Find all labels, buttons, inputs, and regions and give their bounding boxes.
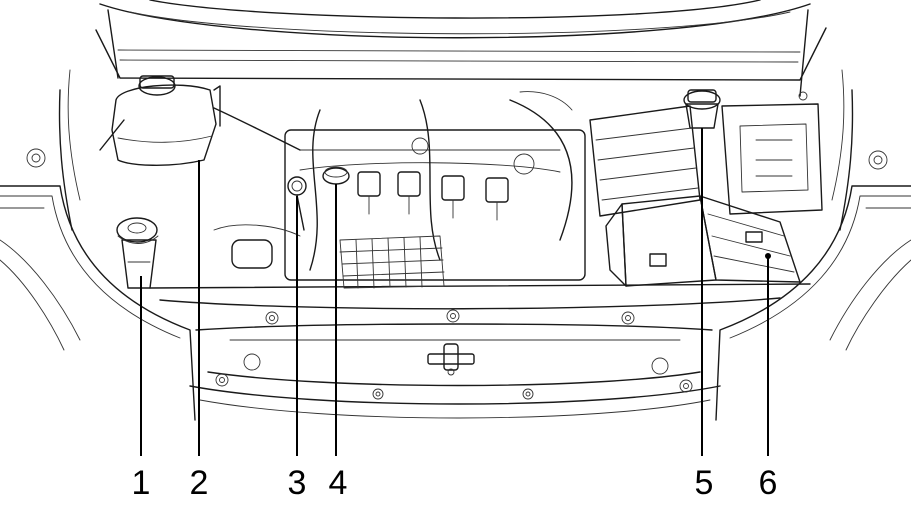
front-panel: [149, 283, 811, 419]
callout-labels: 1 2 3 4 5 6: [132, 464, 778, 502]
battery: [605, 195, 801, 287]
intake-grid: [339, 235, 445, 289]
engine-block: [213, 91, 586, 289]
callout-label-4: 4: [329, 464, 348, 502]
fuse-box: [721, 103, 823, 215]
oil-dipstick: [287, 176, 307, 231]
air-filter-box: [589, 105, 701, 217]
coolant-reservoir: [99, 75, 301, 166]
right-fender: [715, 69, 911, 421]
left-fender: [0, 69, 196, 421]
callout-dot-6: [765, 253, 771, 259]
hood-latch: [427, 343, 475, 376]
panel-bolts: [215, 309, 693, 400]
callout-label-3: 3: [288, 464, 307, 502]
hood-outline: [95, 0, 827, 101]
callout-label-6: 6: [759, 464, 778, 502]
callout-label-2: 2: [190, 464, 209, 502]
callout-lines: [140, 128, 771, 456]
washer-fluid-cap: [116, 217, 159, 289]
brake-fluid-reservoir: [683, 89, 721, 129]
oil-filler-cap: [322, 166, 350, 185]
callout-label-1: 1: [132, 464, 151, 502]
callout-label-5: 5: [695, 464, 714, 502]
